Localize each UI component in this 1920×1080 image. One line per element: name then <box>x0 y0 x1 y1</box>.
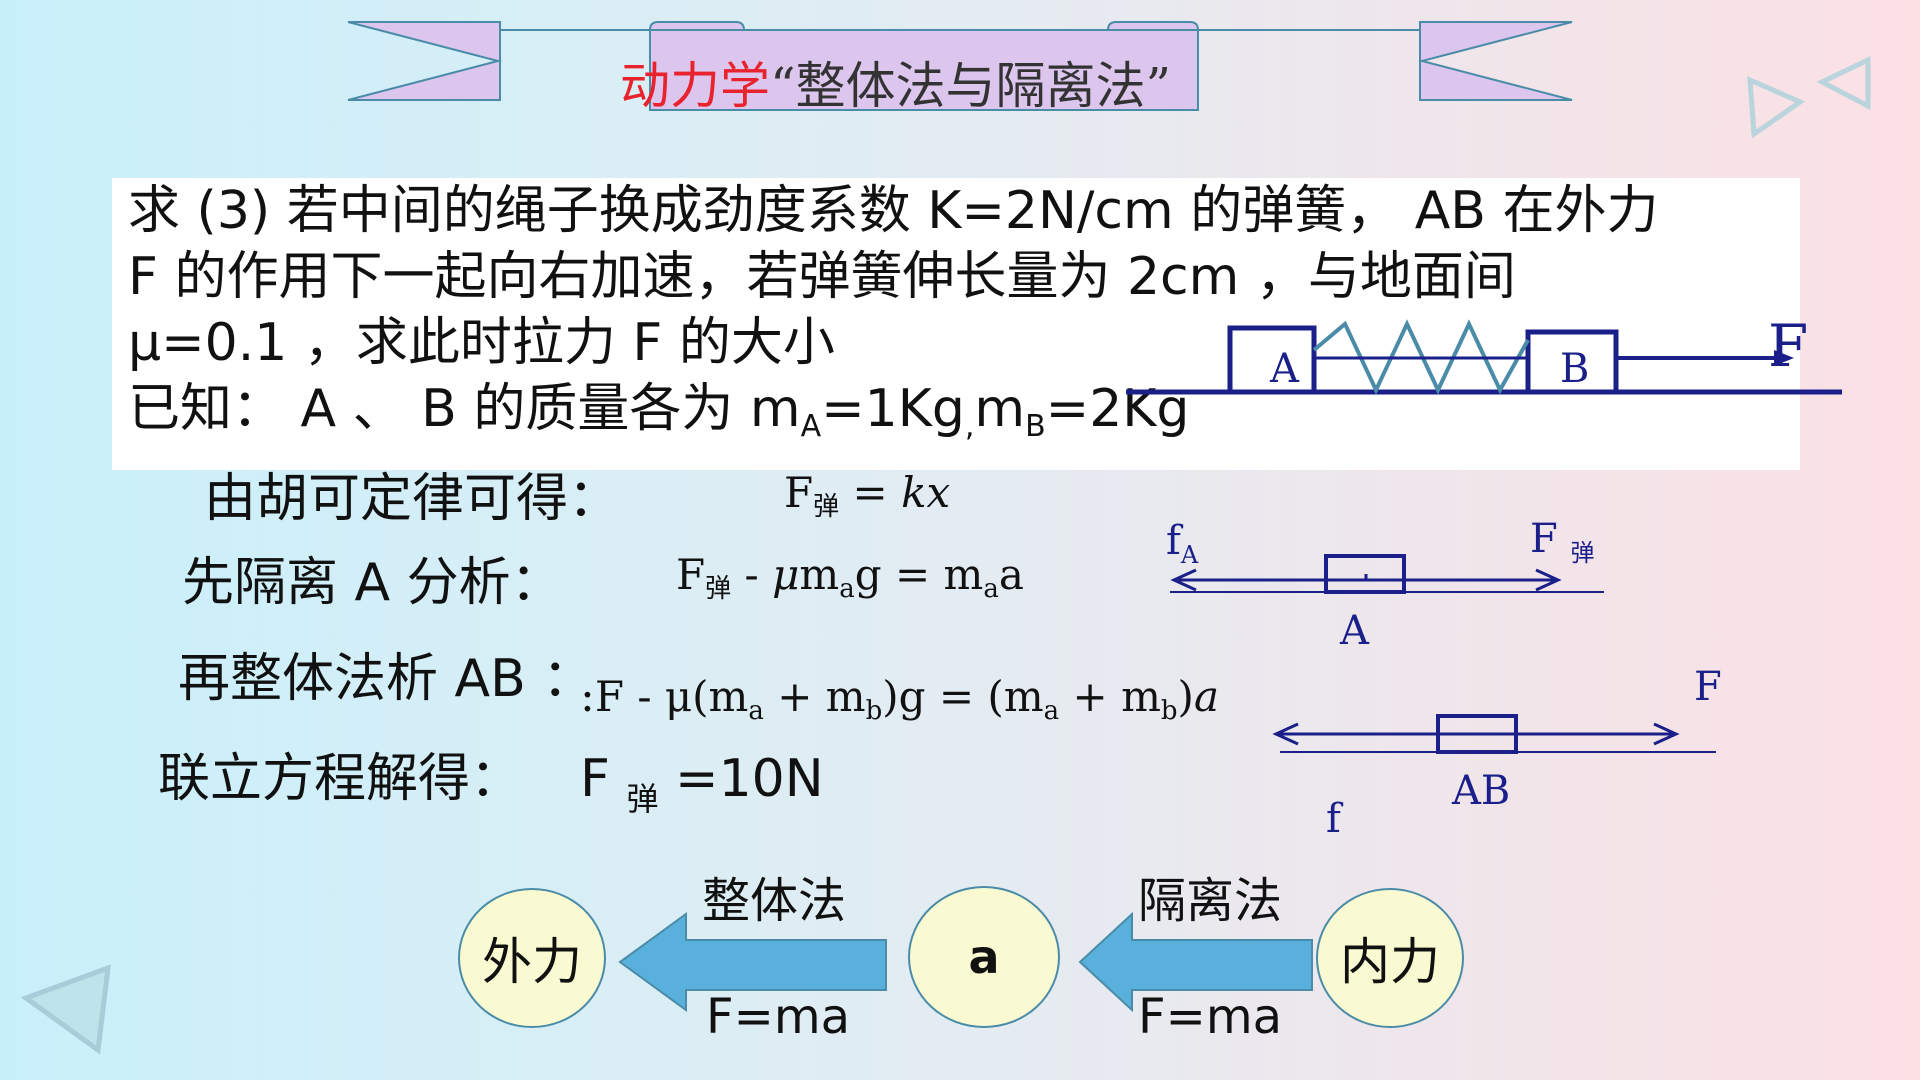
problem-line-2: F 的作用下一起向右加速，若弹簧伸长量为 2cm ，与地面间 <box>128 247 1516 307</box>
m-symbol: m <box>974 379 1026 439</box>
eq2-m: m <box>799 550 840 599</box>
flow-arrow-left <box>618 912 887 1012</box>
step-isolate: 先隔离 A 分析： <box>182 553 563 613</box>
step-solve: 联立方程解得： <box>158 749 523 809</box>
eq2-g: g = m <box>854 550 984 599</box>
given-prefix: 已知： A 、 B 的质量各为 m <box>128 379 801 439</box>
eq3-part1: F - μ(m <box>594 672 749 721</box>
eq2-a: a <box>998 550 1024 599</box>
spring-force-f: F <box>1530 516 1558 562</box>
equation-isolate: F弹 - μmag = maa <box>676 548 1024 616</box>
eq3-sub-b2: b <box>1160 696 1178 726</box>
eq3-sub-a: a <box>748 696 764 726</box>
eq2-mu: μ <box>772 550 800 599</box>
sub-b: B <box>1025 409 1046 444</box>
step-hooke: 由胡可定律可得： <box>204 469 621 529</box>
sub-a: A <box>800 409 822 444</box>
acceleration-circle: a <box>908 886 1060 1028</box>
mass-b: =2Kg <box>1045 379 1190 439</box>
eq2-sub-a2: a <box>983 574 999 604</box>
force-f-label: F <box>1768 312 1809 380</box>
block-ab-label: AB <box>1452 768 1511 814</box>
whole-method-label: 整体法 <box>702 873 847 929</box>
free-body-a <box>1170 554 1604 594</box>
decor-triangle-bottom-left <box>20 964 111 1055</box>
equation-whole: :F - μ(ma + mb)g = (ma + mb)a <box>580 670 1219 738</box>
friction-a-label: fA <box>1166 518 1198 569</box>
spring-force-label: F 弹 <box>1530 516 1594 568</box>
eq3-close: ) <box>1177 672 1194 721</box>
result-f: F <box>580 749 610 809</box>
problem-box: 求 (3) 若中间的绳子换成劲度系数 K=2N/cm 的弹簧， AB 在外力 F… <box>112 178 1800 470</box>
title-red: 动力学 <box>620 57 770 115</box>
slide-title: 动力学“整体法与隔离法” <box>620 56 1440 116</box>
block-b-label: B <box>1560 346 1590 392</box>
friction-a-f: f <box>1166 518 1181 564</box>
eq1-sub: 弹 <box>813 492 840 522</box>
comma: , <box>964 409 975 444</box>
eq3-mid: )g = (m <box>882 672 1044 721</box>
eq2-minus: - <box>731 550 773 599</box>
eq3-sub-a2: a <box>1043 696 1060 726</box>
problem-line-1: 求 (3) 若中间的绳子换成劲度系数 K=2N/cm 的弹簧， AB 在外力 <box>128 181 1659 241</box>
title-rest: “整体法与隔离法” <box>770 57 1172 115</box>
eq3-acc: a <box>1193 672 1219 721</box>
whole-method-formula: F=ma <box>706 989 850 1045</box>
step-whole: 再整体法析 AB ： <box>178 649 595 709</box>
friction-a-sub: A <box>1180 541 1199 569</box>
isolation-method-label: 隔离法 <box>1138 873 1283 929</box>
problem-line-4: 已知： A 、 B 的质量各为 mA=1Kg,mB=2Kg <box>128 376 1189 460</box>
friction-ab-label: f <box>1326 796 1341 842</box>
eq2-sub: 弹 <box>705 574 732 604</box>
eq2-sub-a: a <box>839 574 855 604</box>
force-f-ab-label: F <box>1694 664 1722 710</box>
equation-hooke: F弹 = kx <box>784 466 950 534</box>
eq1-equals: = <box>839 468 902 517</box>
block-a-label: A <box>1270 346 1299 392</box>
eq3-plus2: + m <box>1059 672 1161 721</box>
eq1-kx: kx <box>901 468 951 517</box>
eq3-colon: : <box>580 671 595 722</box>
problem-line-3: μ=0.1 ，求此时拉力 F 的大小 <box>128 313 835 373</box>
external-force-circle: 外力 <box>458 888 606 1028</box>
result-sub: 弹 <box>626 780 659 818</box>
eq2-f: F <box>676 550 706 599</box>
result-value: =10N <box>675 749 824 809</box>
isolation-method-formula: F=ma <box>1138 989 1282 1045</box>
mass-a: =1Kg <box>821 379 965 439</box>
title-banner <box>347 21 1573 111</box>
equation-result: F 弹 =10N <box>580 746 824 832</box>
internal-force-circle: 内力 <box>1316 888 1464 1028</box>
block-a-diagram-label: A <box>1340 608 1369 654</box>
free-body-ab <box>1272 714 1716 754</box>
eq1-f: F <box>784 468 814 517</box>
spring-diagram <box>1126 319 1842 395</box>
decor-triangles-top-right <box>1747 56 1871 139</box>
flow-arrow-right <box>1078 911 1313 1012</box>
eq3-sub-b: b <box>865 696 883 726</box>
eq3-plus: + m <box>763 672 866 721</box>
spring-force-sub: 弹 <box>1570 539 1595 567</box>
